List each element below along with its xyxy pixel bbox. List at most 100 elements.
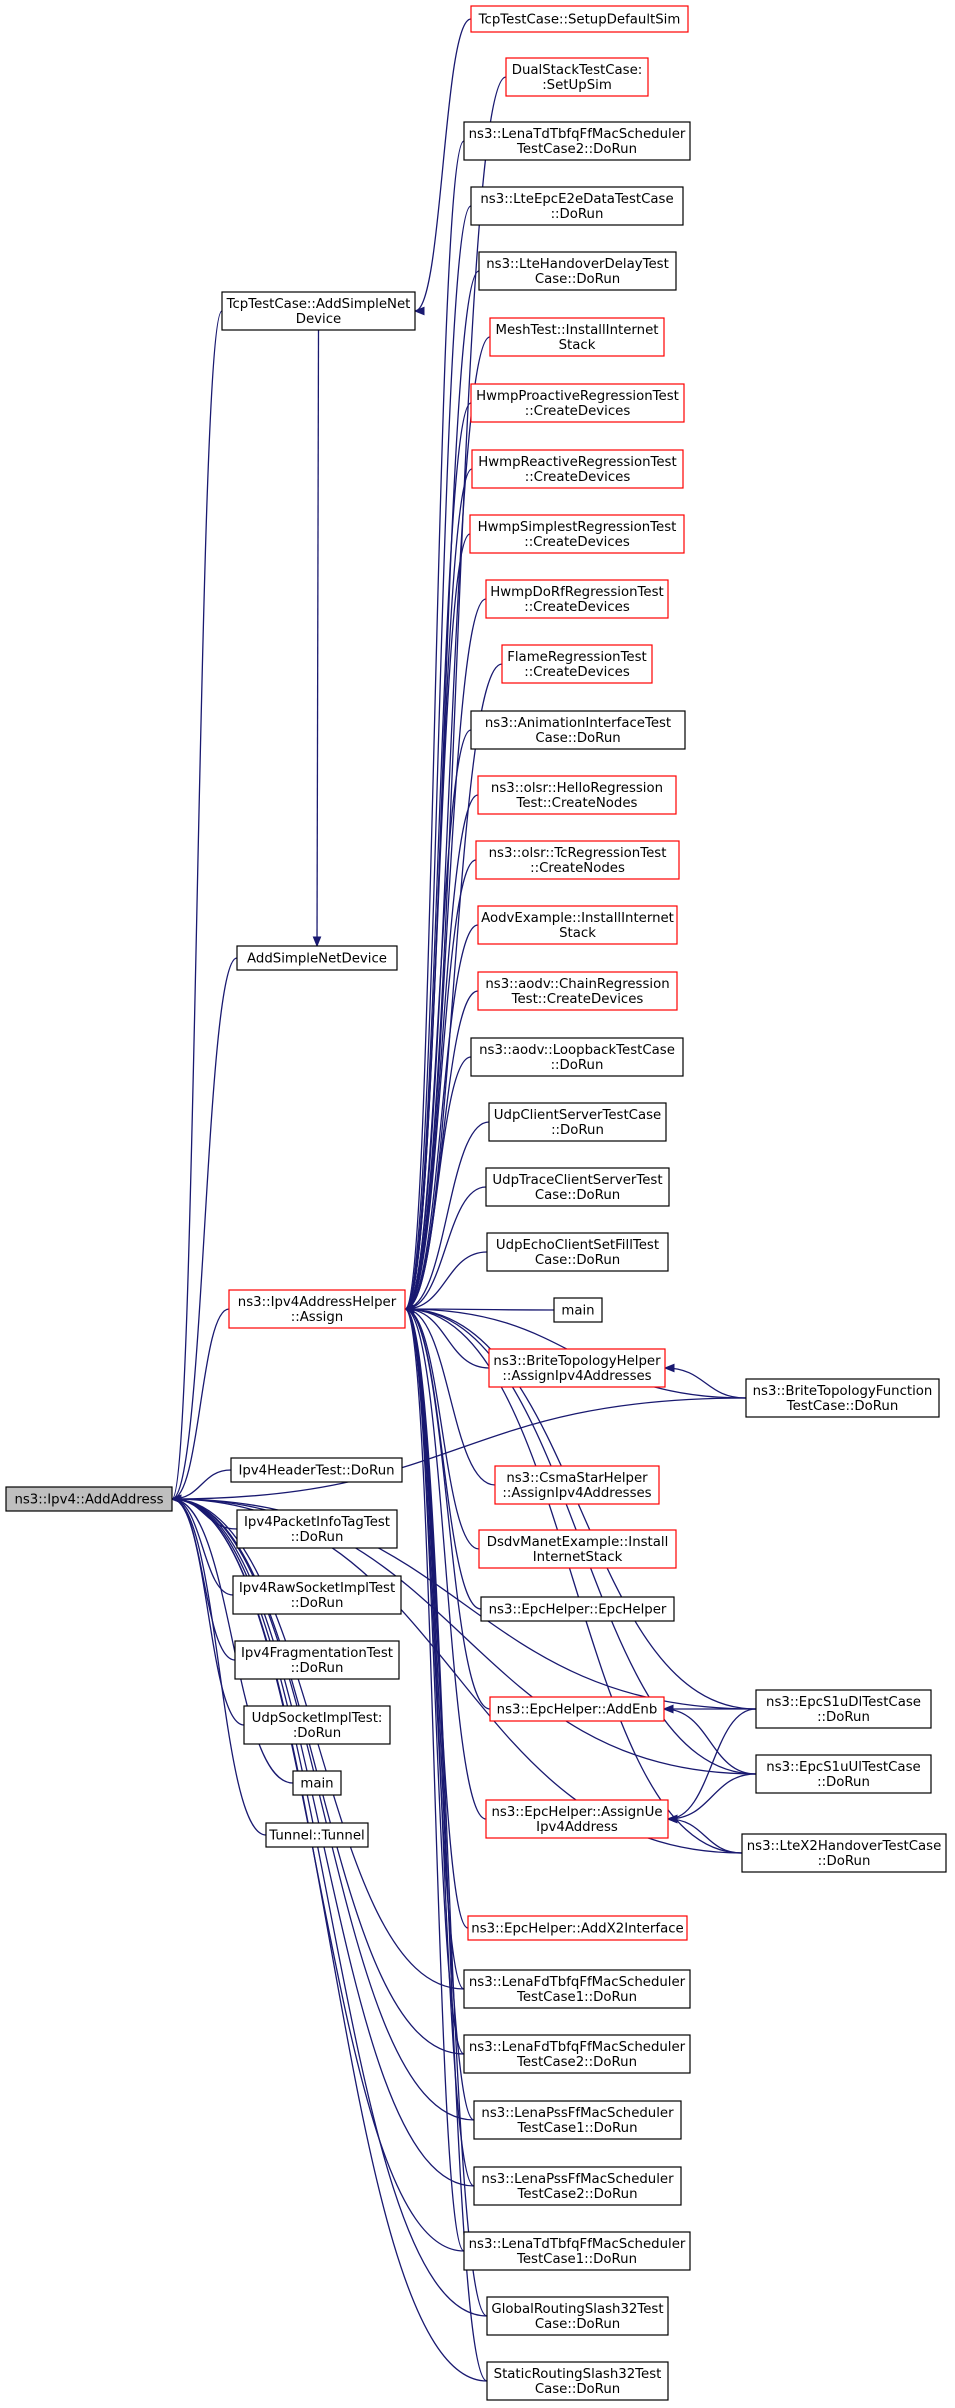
node-box bbox=[488, 1348, 666, 1388]
node-box bbox=[470, 5, 689, 33]
node-hwmpDo[interactable]: HwmpDoRfRegressionTest::CreateDevices bbox=[485, 579, 669, 619]
node-box bbox=[470, 383, 685, 423]
arrowhead bbox=[413, 306, 425, 316]
node-box bbox=[236, 945, 398, 971]
node-addX2[interactable]: ns3::EpcHelper::AddX2Interface bbox=[467, 1915, 688, 1941]
node-tcpAdd[interactable]: TcpTestCase::AddSimpleNetDevice bbox=[221, 291, 416, 331]
node-label: GlobalRoutingSlash32Test bbox=[491, 2302, 663, 2317]
node-label: ::CreateNodes bbox=[530, 861, 625, 876]
node-ipv4Raw[interactable]: Ipv4RawSocketImplTest::DoRun bbox=[232, 1575, 402, 1615]
node-csma[interactable]: ns3::CsmaStarHelper::AssignIpv4Addresses bbox=[494, 1465, 660, 1505]
node-udpCS[interactable]: UdpClientServerTestCase::DoRun bbox=[488, 1102, 667, 1142]
edge-assign-addEnb bbox=[404, 1308, 491, 1710]
node-label: TestCase2::DoRun bbox=[516, 142, 637, 157]
edge-brite-briteFn bbox=[664, 1367, 747, 1399]
node-box bbox=[755, 1754, 932, 1794]
node-udpSock[interactable]: UdpSocketImplTest::DoRun bbox=[243, 1705, 391, 1745]
edge-root-addSimple bbox=[171, 957, 238, 1500]
node-addSimple[interactable]: AddSimpleNetDevice bbox=[236, 945, 398, 971]
node-label: UdpClientServerTestCase bbox=[494, 1108, 661, 1123]
node-hwmpSim[interactable]: HwmpSimplestRegressionTest::CreateDevice… bbox=[469, 514, 685, 554]
node-flame[interactable]: FlameRegressionTest::CreateDevices bbox=[501, 644, 653, 684]
node-label: ns3::LteHandoverDelayTest bbox=[486, 257, 669, 272]
node-label: UdpTraceClientServerTest bbox=[492, 1173, 662, 1188]
node-label: ns3::LenaFdTbfqFfMacScheduler bbox=[469, 1975, 686, 1990]
node-label: ns3::EpcHelper::EpcHelper bbox=[489, 1603, 667, 1618]
node-label: ::DoRun bbox=[291, 1596, 344, 1611]
node-label: Case::DoRun bbox=[535, 2382, 620, 2397]
node-epcDl[interactable]: ns3::EpcS1uDlTestCase::DoRun bbox=[755, 1689, 932, 1729]
node-assign[interactable]: ns3::Ipv4AddressHelper::Assign bbox=[228, 1289, 406, 1329]
edge-tcpAdd-tcpSetup bbox=[414, 18, 472, 312]
node-aodvChain[interactable]: ns3::aodv::ChainRegressionTest::CreateDe… bbox=[477, 971, 678, 1011]
node-root[interactable]: ns3::Ipv4::AddAddress bbox=[5, 1486, 173, 1512]
node-lenaFd1[interactable]: ns3::LenaFdTbfqFfMacSchedulerTestCase1::… bbox=[463, 1969, 691, 2009]
arrowhead bbox=[312, 936, 322, 948]
node-box bbox=[243, 1705, 391, 1745]
node-lenaTd2[interactable]: ns3::LenaTdTbfqFfMacSchedulerTestCase2::… bbox=[463, 121, 691, 161]
node-label: Tunnel::Tunnel bbox=[268, 1829, 364, 1844]
node-label: Test::CreateDevices bbox=[511, 992, 644, 1007]
edge-root-global32 bbox=[171, 1498, 488, 2317]
node-box bbox=[230, 1457, 403, 1483]
node-tunnel[interactable]: Tunnel::Tunnel bbox=[265, 1822, 369, 1848]
node-olsrTc[interactable]: ns3::olsr::TcRegressionTest::CreateNodes bbox=[475, 840, 680, 880]
node-box bbox=[469, 514, 685, 554]
node-epcUl[interactable]: ns3::EpcS1uUlTestCase::DoRun bbox=[755, 1754, 932, 1794]
node-box bbox=[5, 1486, 173, 1512]
node-lenaPss2[interactable]: ns3::LenaPssFfMacSchedulerTestCase2::DoR… bbox=[473, 2166, 682, 2206]
node-label: DsdvManetExample::Install bbox=[487, 1535, 669, 1550]
node-x2Hand[interactable]: ns3::LteX2HandoverTestCase::DoRun bbox=[741, 1833, 947, 1873]
node-box bbox=[486, 2296, 669, 2336]
node-label: ns3::Ipv4AddressHelper bbox=[238, 1295, 397, 1310]
node-mainB[interactable]: main bbox=[292, 1770, 342, 1796]
node-box bbox=[485, 1799, 669, 1839]
node-briteFn[interactable]: ns3::BriteTopologyFunctionTestCase::DoRu… bbox=[745, 1378, 940, 1418]
node-label: Case::DoRun bbox=[535, 2317, 620, 2332]
node-box bbox=[501, 644, 653, 684]
node-mainA[interactable]: main bbox=[553, 1297, 603, 1323]
node-lenaFd2[interactable]: ns3::LenaFdTbfqFfMacSchedulerTestCase2::… bbox=[463, 2034, 691, 2074]
node-box bbox=[488, 1102, 667, 1142]
edge-assign-olsrTc bbox=[404, 859, 477, 1310]
node-label: ns3::EpcS1uUlTestCase bbox=[766, 1760, 920, 1775]
node-tcpSetup[interactable]: TcpTestCase::SetupDefaultSim bbox=[470, 5, 689, 33]
node-lteEpc[interactable]: ns3::LteEpcE2eDataTestCase::DoRun bbox=[470, 186, 684, 226]
node-ipv4Frag[interactable]: Ipv4FragmentationTest::DoRun bbox=[234, 1640, 400, 1680]
node-lenaTd1[interactable]: ns3::LenaTdTbfqFfMacSchedulerTestCase1::… bbox=[463, 2231, 691, 2271]
node-dual[interactable]: DualStackTestCase::SetUpSim bbox=[505, 57, 649, 97]
node-label: Case::DoRun bbox=[535, 731, 620, 746]
node-brite[interactable]: ns3::BriteTopologyHelper::AssignIpv4Addr… bbox=[488, 1348, 666, 1388]
node-label: StaticRoutingSlash32Test bbox=[494, 2367, 662, 2382]
node-label: ns3::aodv::ChainRegression bbox=[485, 977, 669, 992]
node-aodvLoop[interactable]: ns3::aodv::LoopbackTestCase::DoRun bbox=[470, 1037, 684, 1077]
edge-assign-global32 bbox=[404, 1308, 488, 2317]
node-label: main bbox=[300, 1777, 333, 1792]
node-label: MeshTest::InstallInternet bbox=[496, 323, 659, 338]
node-label: ::DoRun bbox=[551, 1123, 604, 1138]
node-box bbox=[463, 2034, 691, 2074]
node-epcHelper[interactable]: ns3::EpcHelper::EpcHelper bbox=[480, 1596, 675, 1622]
node-box bbox=[470, 186, 684, 226]
node-ipv4Hdr[interactable]: Ipv4HeaderTest::DoRun bbox=[230, 1457, 403, 1483]
node-hwmpPro[interactable]: HwmpProactiveRegressionTest::CreateDevic… bbox=[470, 383, 685, 423]
edge-assign-udpCS bbox=[404, 1121, 490, 1310]
node-addEnb[interactable]: ns3::EpcHelper::AddEnb bbox=[489, 1696, 665, 1722]
node-ipv4Pkt[interactable]: Ipv4PacketInfoTagTest::DoRun bbox=[236, 1509, 398, 1549]
node-lenaPss1[interactable]: ns3::LenaPssFfMacSchedulerTestCase1::DoR… bbox=[473, 2100, 682, 2140]
node-label: ns3::EpcHelper::AddEnb bbox=[497, 1703, 658, 1718]
node-hwmpRea[interactable]: HwmpReactiveRegressionTest::CreateDevice… bbox=[471, 449, 684, 489]
node-label: ::CreateDevices bbox=[524, 665, 630, 680]
node-olsrHello[interactable]: ns3::olsr::HelloRegressionTest::CreateNo… bbox=[477, 775, 677, 815]
edge-assign-aodvLoop bbox=[404, 1056, 472, 1310]
